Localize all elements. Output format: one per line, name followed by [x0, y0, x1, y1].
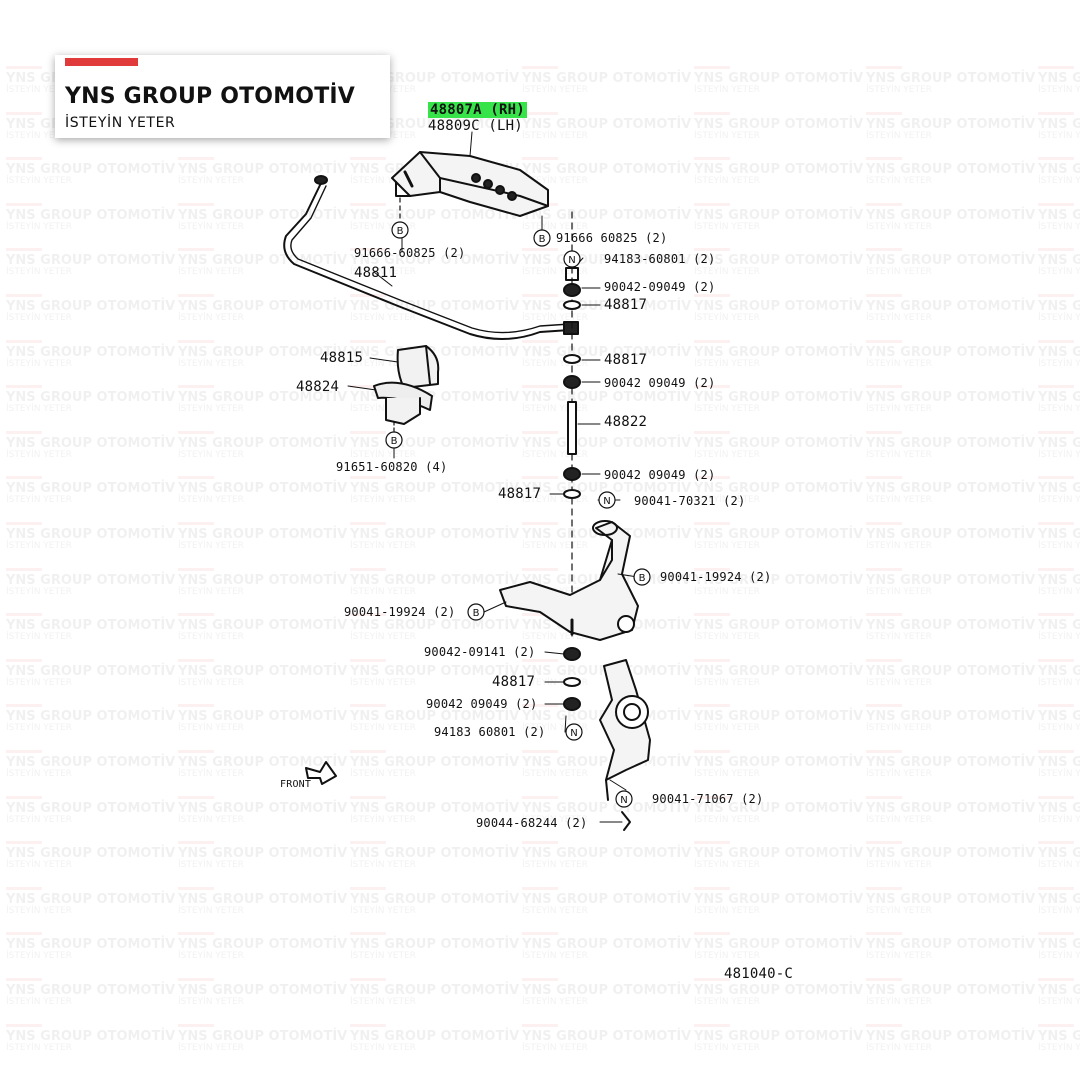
callout-b-5-letter: B — [473, 608, 480, 619]
callout-b-1: B — [391, 221, 409, 239]
label-bushing-bracket: 48824 — [296, 379, 340, 395]
label-arm-bolt-right: 90041-19924 (2) — [660, 570, 772, 584]
label-arm-bolt-left: 90041-19924 (2) — [344, 605, 456, 619]
brand-logo: YNS GROUP OTOMOTİV İSTEYİN YETER — [55, 55, 390, 138]
callout-b-1-letter: B — [397, 226, 404, 237]
label-retainer-3: 48817 — [498, 486, 542, 502]
label-bracket-lh: 48809C (LH) — [428, 118, 523, 134]
label-bushing: 48815 — [320, 350, 364, 366]
label-cushion-4: 90042 09049 (2) — [426, 697, 538, 711]
label-cushion-lower: 90042-09141 (2) — [424, 645, 536, 659]
callout-b-5: B — [467, 603, 485, 621]
callout-b-4: B — [633, 568, 651, 586]
callout-n-3-letter: N — [570, 728, 577, 739]
brand-name: YNS GROUP OTOMOTİV — [65, 84, 356, 109]
callout-n-4: N — [615, 790, 633, 808]
label-cushion-top: 90042-09049 (2) — [604, 280, 716, 294]
label-retainer-2: 48817 — [604, 352, 648, 368]
front-arrow-icon — [305, 761, 337, 785]
diagram-ref-code: 481040-C — [724, 966, 794, 982]
label-nut-top: 94183-60801 (2) — [604, 252, 716, 266]
callout-n-2-letter: N — [603, 496, 610, 507]
bracket-part — [391, 151, 549, 217]
label-cotter-pin: 90044-68244 (2) — [476, 816, 588, 830]
callout-n-3: N — [565, 723, 583, 741]
callout-n-1-letter: N — [568, 255, 575, 266]
brand-slogan: İSTEYİN YETER — [65, 115, 176, 131]
label-nut-bottom: 94183 60801 (2) — [434, 725, 546, 739]
label-retainer-4: 48817 — [492, 674, 536, 690]
label-bolt-left: 91666-60825 (2) — [354, 246, 466, 260]
front-label: FRONT — [280, 779, 312, 790]
label-cushion-3: 90042 09049 (2) — [604, 468, 716, 482]
steering-knuckle — [599, 659, 651, 831]
callout-b-3: B — [385, 431, 403, 449]
label-nut-arm: 90041-70321 (2) — [634, 494, 746, 508]
label-bolt-right: 91666 60825 (2) — [556, 231, 668, 245]
label-bracket-rh: 48807A (RH) — [428, 102, 527, 118]
callout-b-4-letter: B — [639, 573, 646, 584]
label-cushion-2: 90042 09049 (2) — [604, 376, 716, 390]
label-retainer-1: 48817 — [604, 297, 648, 313]
callout-b-2-letter: B — [539, 234, 546, 245]
label-link: 48822 — [604, 414, 648, 430]
bushing-part — [373, 345, 440, 433]
label-knuckle-nut: 90041-71067 (2) — [652, 792, 764, 806]
stabilizer-bar — [283, 180, 571, 341]
label-stabilizer-bar: 48811 — [354, 265, 398, 281]
callout-n-2: N — [598, 491, 616, 509]
callout-n-1: N — [563, 250, 581, 268]
callout-b-3-letter: B — [391, 436, 398, 447]
bar-end-top — [314, 175, 328, 185]
brand-accent-bar — [65, 58, 138, 66]
label-bolt-bracket: 91651-60820 (4) — [336, 460, 448, 474]
callout-b-2: B — [533, 229, 551, 247]
callout-n-4-letter: N — [620, 795, 627, 806]
lower-arm — [499, 520, 639, 641]
